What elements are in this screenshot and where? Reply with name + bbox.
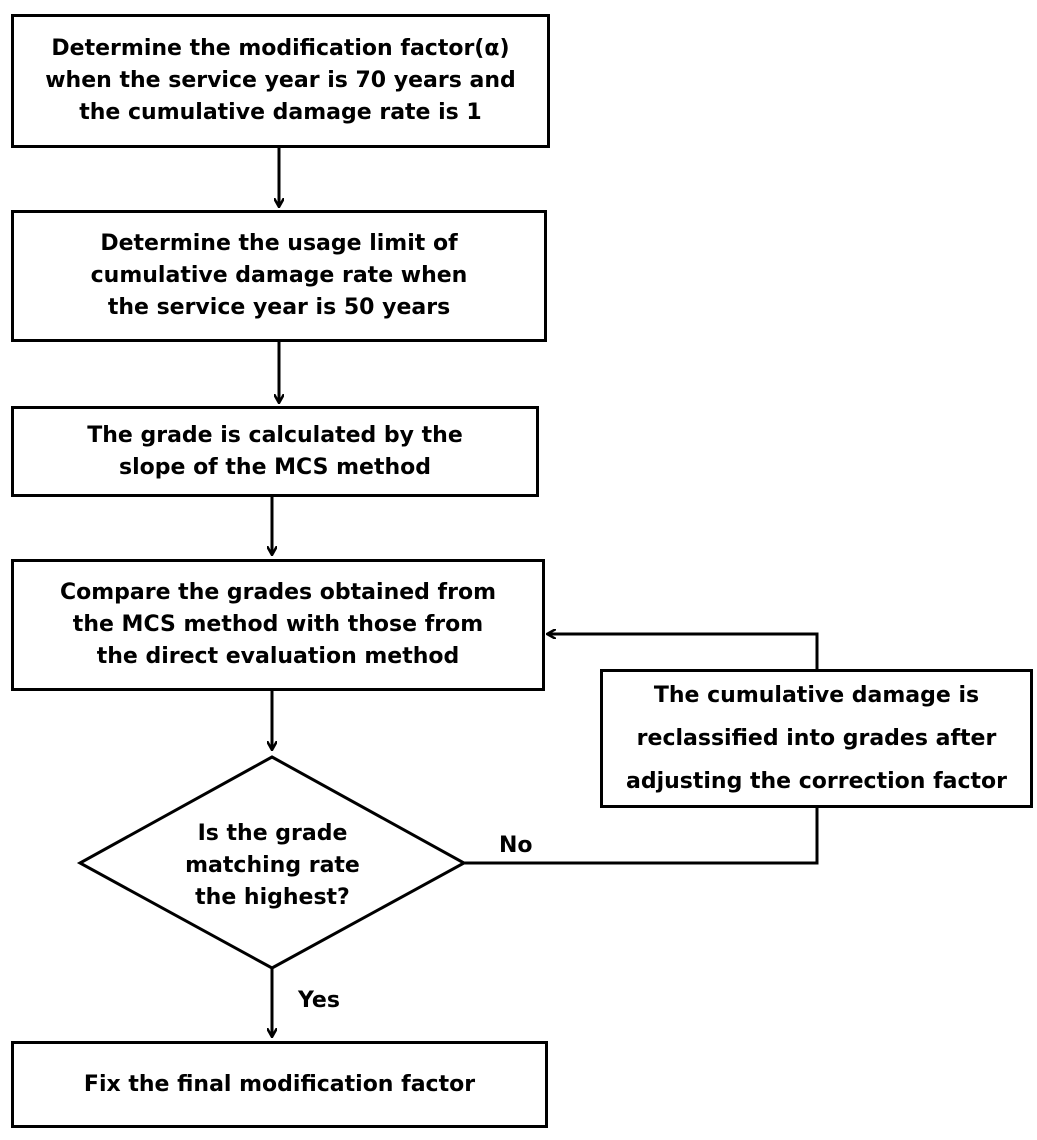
- step-calculate-grade: The grade is calculated by the slope of …: [11, 406, 539, 497]
- edge-label-yes: Yes: [298, 988, 340, 1013]
- step-compare-grades-text: Compare the grades obtained from the MCS…: [59, 580, 497, 669]
- step-calculate-grade-text: The grade is calculated by the slope of …: [87, 422, 463, 480]
- step-determine-modification-factor-text: Determine the modification factor(α) whe…: [45, 36, 516, 125]
- step-compare-grades: Compare the grades obtained from the MCS…: [11, 559, 545, 691]
- step-fix-final-factor: Fix the final modification factor: [11, 1041, 548, 1128]
- arrow-adjust-to-step4: [547, 634, 819, 669]
- step-reclassify-grades: The cumulative damage is reclassified in…: [600, 669, 1033, 808]
- step-determine-modification-factor: Determine the modification factor(α) whe…: [11, 14, 550, 148]
- step-determine-usage-limit-text: Determine the usage limit of cumulative …: [90, 231, 468, 320]
- step-fix-final-factor-text: Fix the final modification factor: [83, 1071, 476, 1097]
- step-determine-usage-limit: Determine the usage limit of cumulative …: [11, 210, 547, 342]
- decision-question: Is the grade matching rate the highest?: [185, 821, 360, 910]
- edge-label-no: No: [499, 833, 533, 858]
- arrow-no-to-adjust: [464, 808, 819, 865]
- step-reclassify-grades-text: The cumulative damage is reclassified in…: [625, 683, 1008, 794]
